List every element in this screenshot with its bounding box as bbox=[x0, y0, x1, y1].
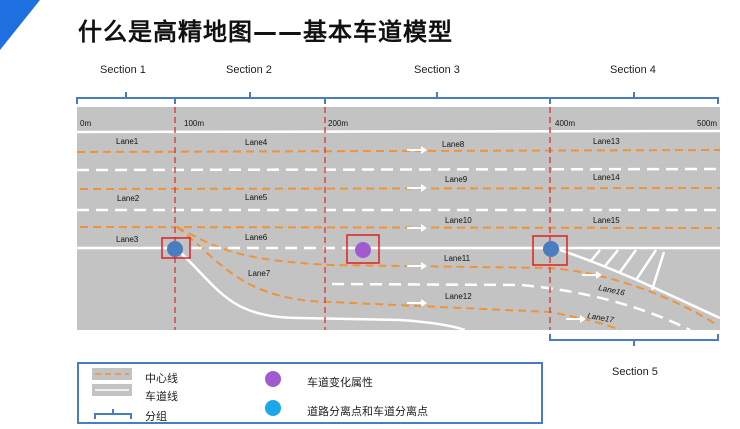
road bbox=[77, 107, 720, 330]
page-title: 什么是高精地图——基本车道模型 bbox=[78, 18, 453, 46]
lane-label: Lane10 bbox=[445, 216, 472, 225]
lane-label: Lane14 bbox=[593, 173, 620, 182]
section-3-brace bbox=[324, 92, 551, 104]
group-brace-swatch bbox=[94, 409, 132, 419]
section-4-brace bbox=[549, 92, 719, 104]
dist-400m: 400m bbox=[555, 119, 575, 128]
split-point-1 bbox=[167, 241, 183, 257]
direction-arrows bbox=[407, 146, 602, 323]
solid-lane-lines bbox=[77, 246, 721, 332]
section-2-label: Section 2 bbox=[226, 64, 272, 76]
section-5-label: Section 5 bbox=[612, 366, 658, 378]
lane-label: Lane5 bbox=[245, 193, 268, 202]
section-braces bbox=[76, 92, 719, 346]
legend-center-line: 中心线 bbox=[145, 372, 178, 385]
section-5-brace bbox=[549, 334, 719, 346]
lane-label: Lane15 bbox=[593, 216, 620, 225]
dist-0m: 0m bbox=[80, 119, 91, 128]
lane-label: Lane3 bbox=[116, 235, 139, 244]
purple-dot-icon bbox=[265, 371, 281, 387]
section-1-label: Section 1 bbox=[100, 64, 146, 76]
split-box-2 bbox=[532, 235, 568, 266]
lane-label: Lane6 bbox=[245, 233, 268, 242]
lane-lines bbox=[76, 167, 721, 332]
lane-label: Lane4 bbox=[245, 138, 268, 147]
lane-label: Lane9 bbox=[445, 175, 468, 184]
dist-200m: 200m bbox=[328, 119, 348, 128]
lane-change-point bbox=[355, 242, 371, 258]
dist-500m: 500m bbox=[697, 119, 717, 128]
lane-label: Lane11 bbox=[444, 254, 471, 263]
section-dividers bbox=[174, 107, 551, 330]
blue-dot-icon bbox=[265, 400, 281, 416]
section-4-label: Section 4 bbox=[610, 64, 656, 76]
road-edge-line bbox=[76, 129, 723, 134]
dist-100m: 100m bbox=[184, 119, 204, 128]
section-1-brace bbox=[76, 92, 176, 104]
lane-label: Lane7 bbox=[248, 269, 271, 278]
section-3-label: Section 3 bbox=[414, 64, 460, 76]
legend: 中心线 车道线 分组 车道变化属性 道路分离点和车道分离点 bbox=[77, 362, 543, 424]
lane-label: Lane8 bbox=[442, 140, 465, 149]
split-box-1 bbox=[161, 237, 191, 259]
corner-decoration bbox=[0, 0, 40, 50]
legend-lane-line: 车道线 bbox=[145, 390, 178, 403]
center-line-swatch bbox=[92, 368, 132, 380]
lane-label: Lane1 bbox=[116, 137, 139, 146]
lane-label: Lane12 bbox=[445, 292, 472, 301]
legend-split-point: 道路分离点和车道分离点 bbox=[307, 405, 428, 418]
section-2-brace bbox=[174, 92, 326, 104]
split-point-2 bbox=[543, 241, 559, 257]
legend-lane-change: 车道变化属性 bbox=[307, 376, 373, 389]
legend-group: 分组 bbox=[145, 410, 167, 423]
lane-label: Lane13 bbox=[593, 137, 620, 146]
change-box bbox=[346, 234, 380, 264]
lane-label: Lane2 bbox=[117, 194, 140, 203]
